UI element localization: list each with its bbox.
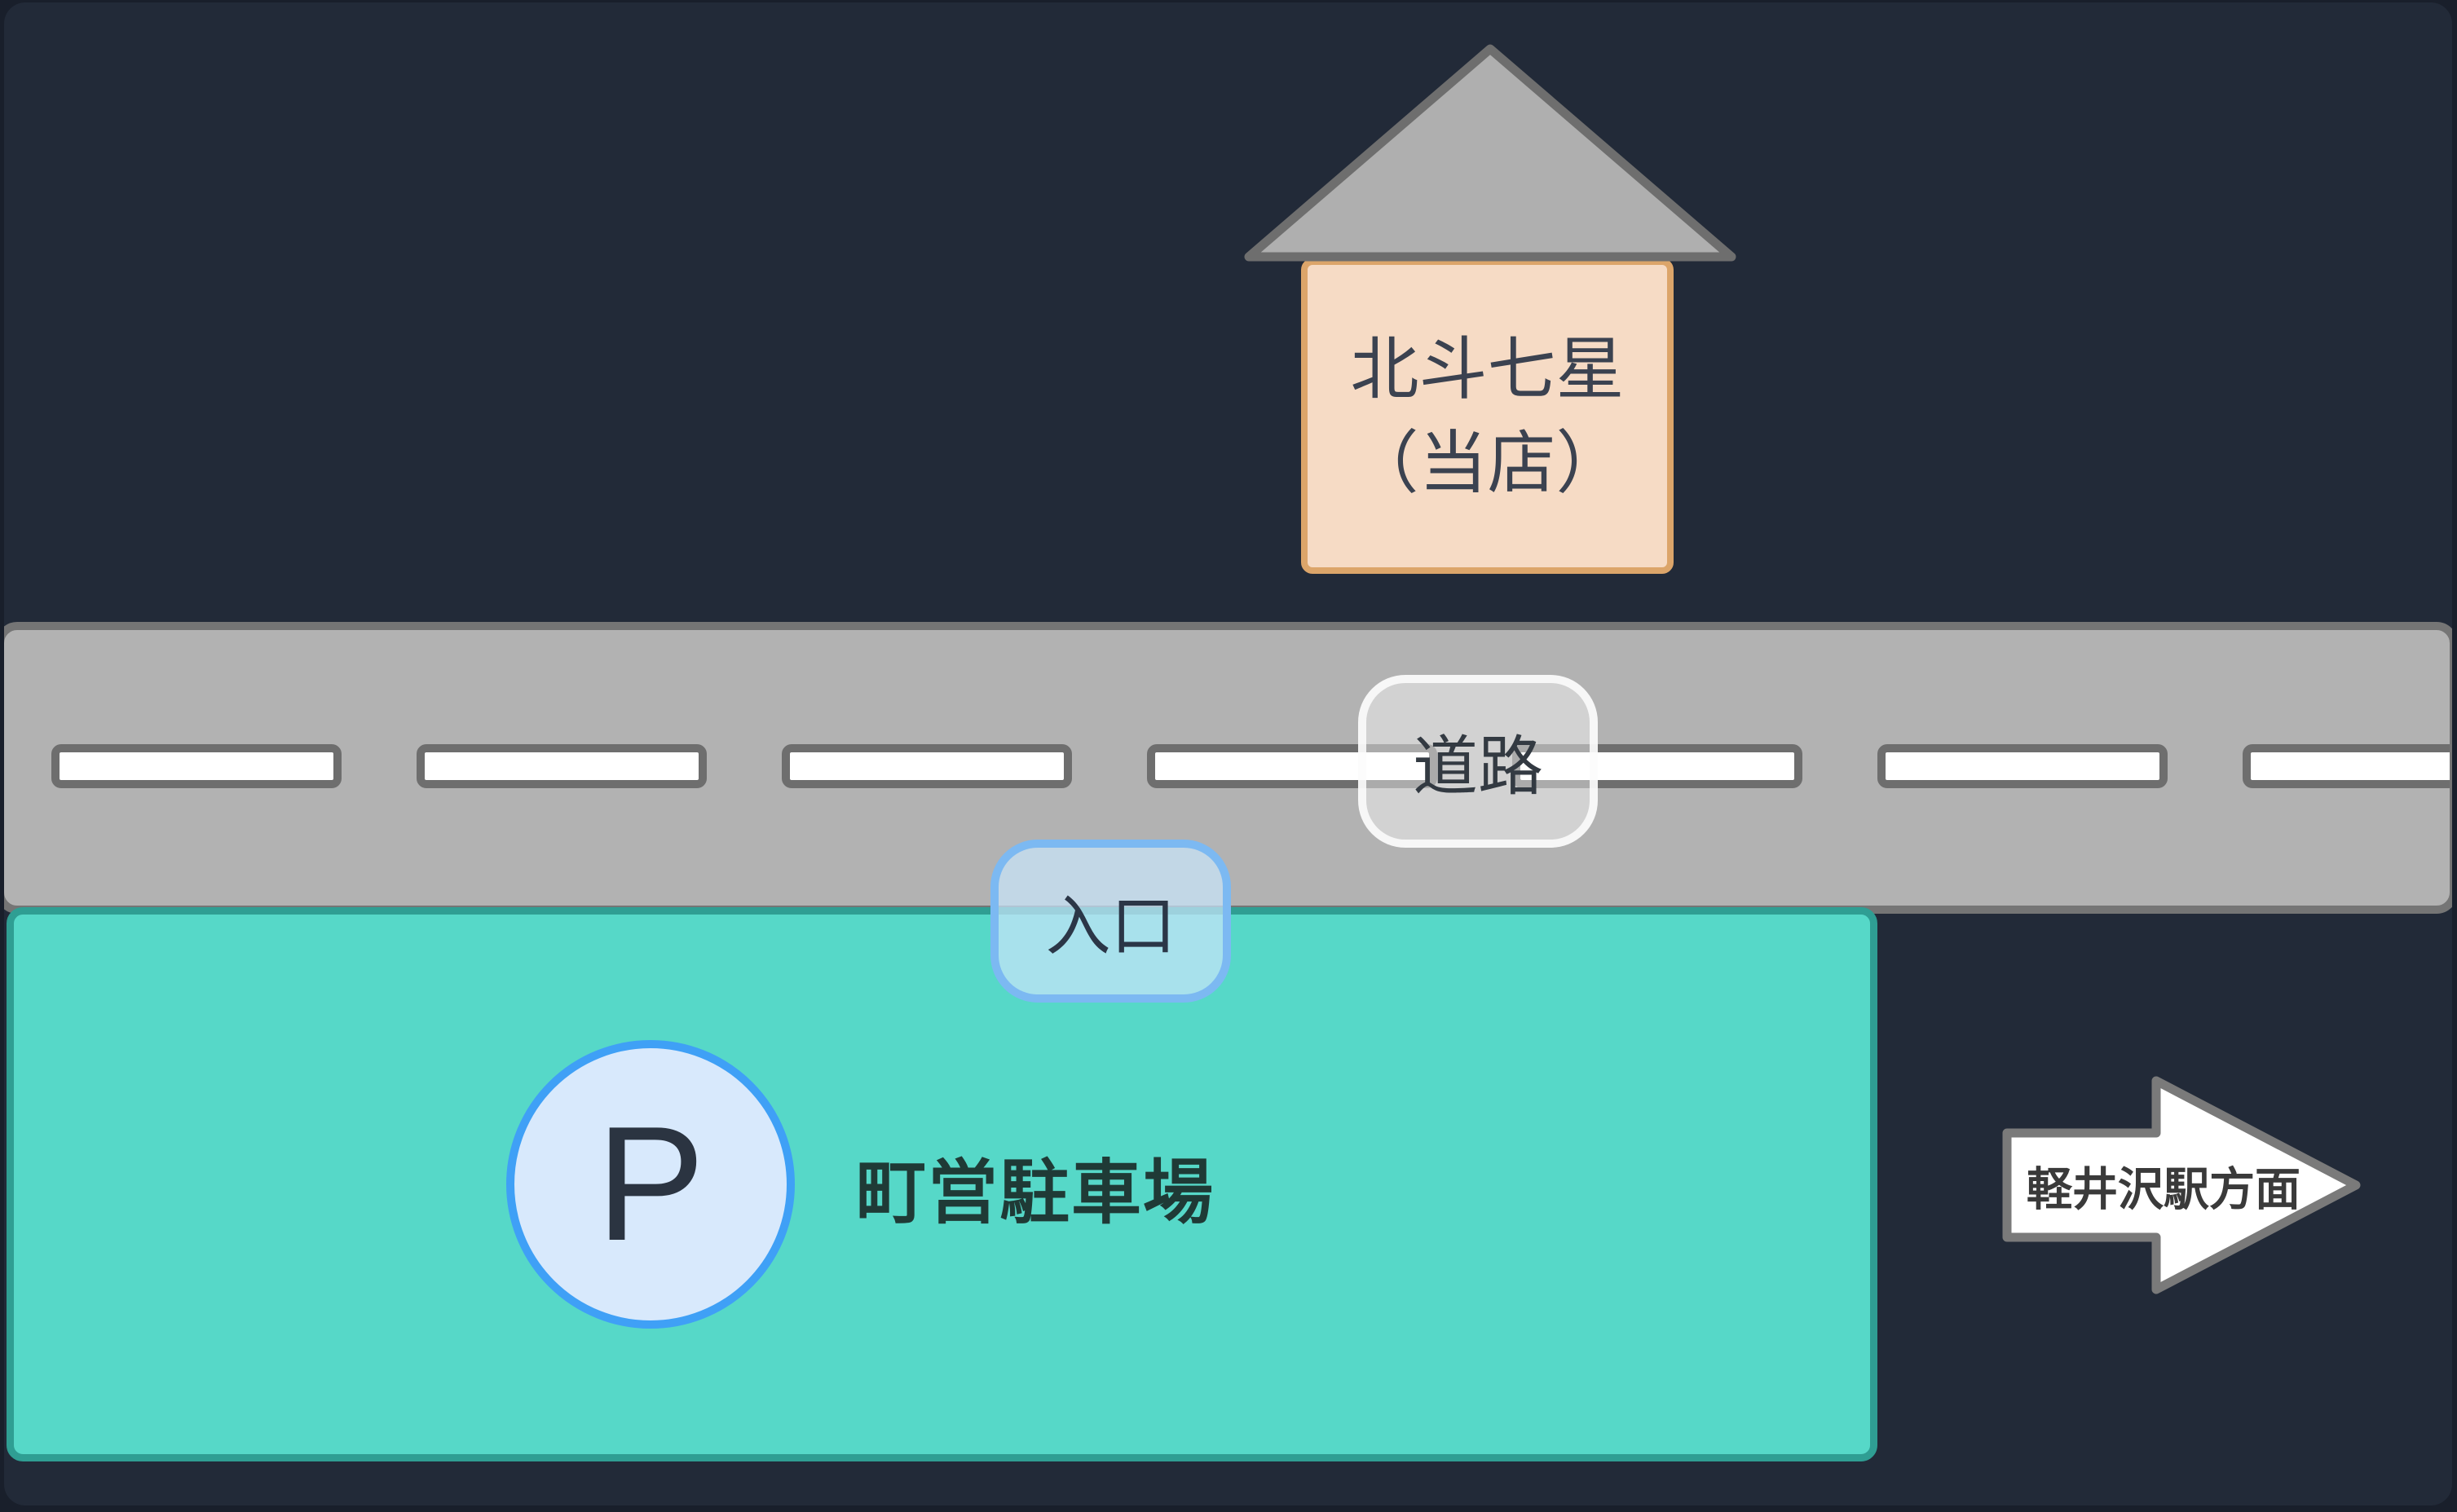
lane-dash bbox=[2243, 744, 2450, 788]
parking-name: 町営駐車場 bbox=[856, 1153, 1215, 1232]
lane-dash bbox=[417, 744, 707, 788]
direction-label: 軽井沢駅方面 bbox=[2027, 1163, 2300, 1215]
road-label-text: 道路 bbox=[1413, 730, 1543, 803]
entrance-label: 入口 bbox=[990, 840, 1231, 1003]
shop-building: 北斗七星 （当店） bbox=[1301, 258, 1674, 574]
lane-dash bbox=[1512, 744, 1802, 788]
lane-dash bbox=[51, 744, 342, 788]
parking-icon: P bbox=[506, 1040, 795, 1329]
lane-dash bbox=[1147, 744, 1437, 788]
lane-dash bbox=[782, 744, 1072, 788]
shop-name-line1: 北斗七星 bbox=[1350, 331, 1625, 408]
lane-dash bbox=[1877, 744, 2168, 788]
right-arrow-icon bbox=[2002, 1076, 2361, 1294]
entrance-label-text: 入口 bbox=[1045, 890, 1176, 963]
road-label: 道路 bbox=[1358, 675, 1598, 848]
parking-lot bbox=[7, 907, 1877, 1461]
roof-icon bbox=[1244, 44, 1736, 262]
parking-symbol: P bbox=[596, 1093, 705, 1275]
shop-name-line2: （当店） bbox=[1350, 424, 1625, 501]
road bbox=[4, 622, 2452, 914]
map-canvas: 北斗七星 （当店） 道路 入口 P 町営駐車場 軽井沢駅方面 bbox=[4, 2, 2452, 1505]
